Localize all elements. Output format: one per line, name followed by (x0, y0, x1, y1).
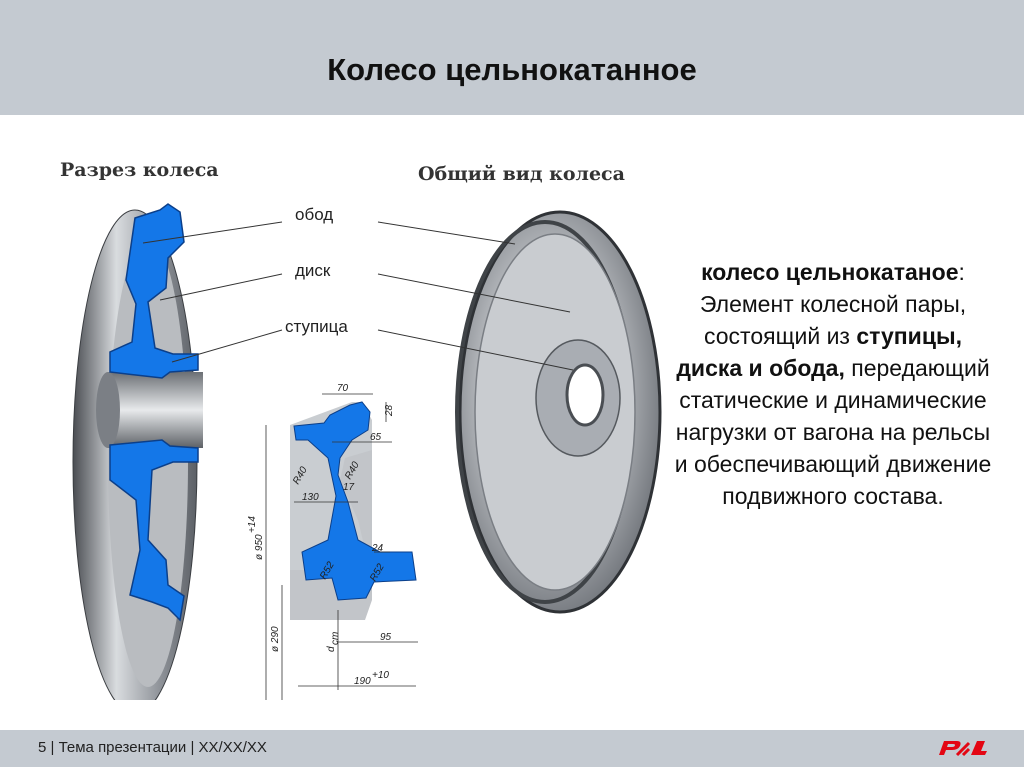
dim-28: 28 (384, 404, 395, 417)
dim-dst-sub: ст (330, 632, 341, 645)
profile-section-blue (293, 401, 417, 601)
footer-separator: | (186, 739, 199, 756)
profile-drawing: 70 28 65 R40 R40 17 130 24 R52 R52 95 ø … (247, 383, 418, 700)
dim-24: 24 (371, 543, 384, 554)
footer-page-number: 5 (38, 739, 47, 756)
description-term: колесо цельнокатаное (701, 259, 959, 285)
header-bar (0, 0, 1024, 115)
leader-lines (142, 221, 574, 371)
dim-950-tolerance: +14 (247, 516, 258, 533)
dim-17: 17 (343, 482, 355, 493)
dim-65: 65 (370, 432, 382, 443)
dim-190: 190 (354, 676, 371, 687)
dim-70: 70 (337, 383, 349, 394)
wheel-section-drawing (72, 203, 203, 700)
lower-section-profile (109, 439, 199, 622)
description-text: колесо цельнокатаное: Элемент колесной п… (668, 256, 998, 512)
rzd-logo (939, 741, 987, 757)
description-part2: передающий статические и динамические на… (674, 355, 992, 509)
label-rim: обод (295, 205, 333, 224)
dim-130: 130 (302, 492, 319, 503)
footer-date: XX/XX/XX (198, 739, 267, 756)
label-hub: ступица (285, 317, 348, 336)
dim-290: ø 290 (270, 626, 281, 652)
description-part1: Элемент колесной пары, состоящий из (699, 291, 967, 349)
description-colon: : (958, 259, 965, 285)
dim-dst: d (326, 646, 337, 652)
label-disc: диск (295, 261, 331, 280)
caption-general-view: Общий вид колеса (418, 163, 625, 185)
wheel-general-view (455, 210, 662, 614)
footer-topic: Тема презентации (58, 739, 187, 756)
dim-190-tolerance: +10 (372, 670, 389, 681)
footer-text: 5 | Тема презентации | XX/XX/XX (38, 739, 267, 756)
upper-section-profile (109, 203, 199, 379)
footer-bar (0, 730, 1024, 767)
wheel-illustration: Разрез колеса Общий вид колеса обод диск… (60, 159, 662, 700)
dim-95: 95 (380, 632, 392, 643)
slide-title: Колесо цельнокатанное (327, 52, 697, 87)
caption-section: Разрез колеса (60, 159, 219, 181)
description-parts: ступицы, диска и обода, (676, 323, 962, 381)
footer-separator: | (46, 739, 59, 756)
dim-950: ø 950 (254, 534, 265, 560)
wheel-figure: Разрез колеса Общий вид колеса обод диск… (40, 140, 665, 700)
